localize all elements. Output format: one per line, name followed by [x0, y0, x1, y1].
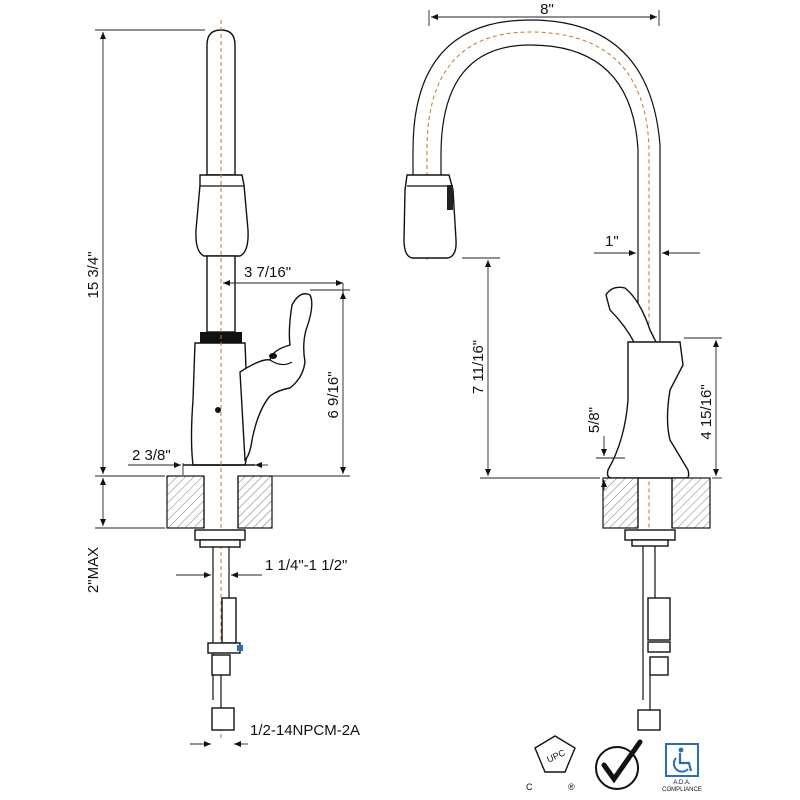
total-height-label: 15 3/4"	[85, 251, 102, 298]
front-deck-right	[671, 477, 711, 529]
ada-logo: A.D.A. COMPLIANCE	[662, 743, 702, 793]
handle-offset-label: 4 15/16"	[698, 384, 715, 439]
svg-text:COMPLIANCE: COMPLIANCE	[662, 787, 702, 793]
spout-tube-label: 1"	[605, 233, 619, 250]
spout-width-label: 8"	[540, 1, 554, 18]
spout-reach-label: 3 7/16"	[244, 264, 291, 281]
side-spray-head	[195, 174, 249, 257]
front-deck-left	[602, 477, 639, 529]
side-deck-right	[237, 475, 273, 529]
front-mount-nut	[624, 529, 676, 541]
side-body	[190, 342, 249, 466]
front-hose-end	[637, 709, 661, 731]
front-view: 8" 1" 7 11/16" 4 15/16" 5/8"	[403, 1, 722, 731]
side-view: 15 3/4" 2"MAX 3 7/16" 6 9/16" 2 3/8" 1 1…	[85, 20, 360, 747]
base-diameter-label: 2 3/8"	[132, 447, 171, 464]
side-handle	[239, 293, 313, 462]
svg-text:®: ®	[568, 782, 575, 792]
front-gooseneck-outer	[412, 19, 661, 345]
svg-text:C: C	[526, 782, 533, 792]
spout-clearance-label: 7 11/16"	[470, 340, 487, 394]
front-spray-head	[403, 174, 457, 259]
upc-logo: UPC C ®	[526, 735, 576, 792]
side-shank-fitting	[221, 597, 237, 644]
handle-height-label: 6 9/16"	[325, 371, 342, 418]
side-connector	[211, 654, 231, 676]
deck-max-label: 2"MAX	[85, 547, 102, 593]
side-deck-left	[166, 475, 205, 529]
front-gooseneck-inner	[440, 44, 639, 345]
front-connector	[649, 656, 669, 676]
certified-check-icon	[595, 739, 643, 790]
side-mount-nut	[194, 529, 246, 541]
side-hose-end	[211, 707, 235, 731]
front-shank-fitting	[647, 597, 671, 641]
hole-size-label: 1 1/4"-1 1/2"	[265, 557, 347, 574]
base-step-label: 5/8"	[586, 407, 603, 433]
front-centerline	[426, 31, 650, 540]
svg-text:A.D.A.: A.D.A.	[673, 780, 691, 786]
thread-label: 1/2-14NPCM-2A	[250, 722, 360, 739]
